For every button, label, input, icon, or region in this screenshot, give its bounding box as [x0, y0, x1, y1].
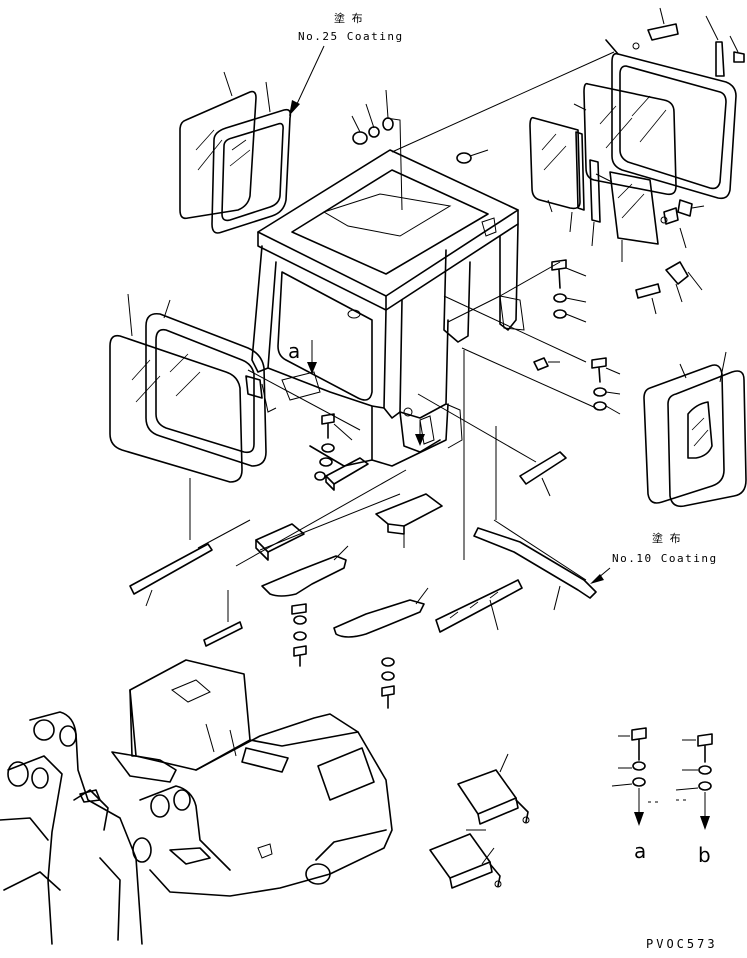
drawing-code: PVOC573	[646, 937, 718, 951]
ref-a-upper: a	[288, 339, 300, 363]
center-bolts	[291, 413, 395, 709]
door-latch-parts	[635, 199, 705, 315]
side-window-seal	[145, 299, 267, 467]
floor-pads	[129, 451, 567, 647]
cylinder-parts	[429, 753, 530, 889]
side-window-glass	[109, 293, 243, 483]
ref-a-lower: a	[634, 839, 646, 863]
right-window-assembly	[643, 351, 747, 508]
mounting-brackets	[261, 527, 597, 638]
rear-window-glass	[179, 71, 257, 220]
ref-b-lower: b	[698, 843, 711, 867]
ref-a-upper-marker: a	[288, 339, 425, 446]
loader-lift-arms	[0, 711, 231, 945]
coating-no25-callout: 塗 布 No.25 Coating	[289, 11, 404, 116]
bolt-set-b: b	[648, 733, 713, 867]
coating-right-en: No.10 Coating	[612, 552, 718, 565]
cab-frame	[251, 149, 525, 467]
coating-top-en: No.25 Coating	[298, 30, 404, 43]
door-glass-upper	[573, 82, 677, 196]
leader-lines	[189, 51, 615, 831]
right-side-bolts	[533, 259, 621, 415]
door-frame-assembly	[605, 7, 745, 200]
coating-top-jp: 塗 布	[334, 11, 363, 25]
rear-window-seal	[211, 81, 292, 234]
roof-nuts	[351, 89, 489, 211]
coating-no10-callout: 塗 布 No.10 Coating	[590, 531, 718, 584]
coating-right-jp: 塗 布	[652, 531, 681, 545]
door-glass-lower	[529, 116, 659, 262]
bolt-set-a: a	[611, 727, 647, 863]
loader-body	[111, 659, 393, 897]
